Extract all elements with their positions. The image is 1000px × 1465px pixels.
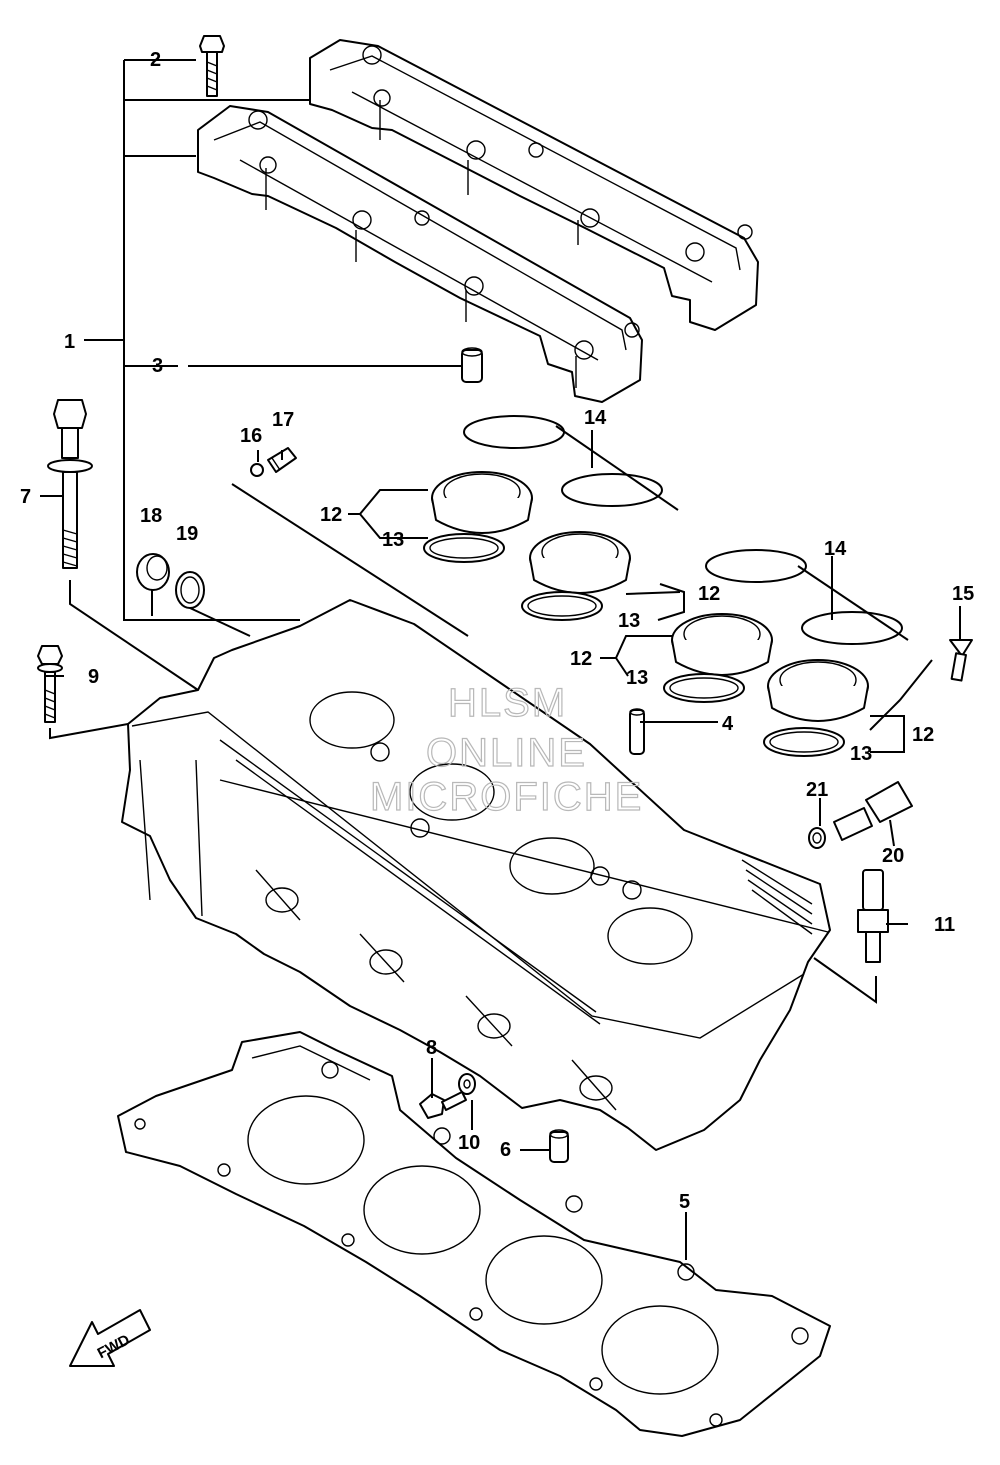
intake-pipe-1 (431, 471, 533, 534)
intake-pipe-4 (767, 659, 869, 722)
camshaft-holder-bolt (199, 35, 225, 97)
intake-pipe-3 (671, 613, 773, 676)
callout-6: 6 (500, 1139, 511, 1161)
intake-o-ring-3 (663, 673, 745, 703)
gasket-21 (808, 827, 826, 849)
callout-13-b: 13 (618, 610, 640, 632)
plug (136, 553, 170, 591)
callout-8: 8 (426, 1037, 437, 1059)
bolt-9 (37, 645, 63, 723)
callout-21: 21 (806, 779, 828, 801)
spark-plug (857, 869, 889, 963)
intake-o-ring-1 (423, 533, 505, 563)
dowel-pin-3 (461, 347, 483, 383)
bolt-8 (419, 1091, 467, 1119)
intake-o-ring-2 (521, 591, 603, 621)
callout-12-c: 12 (570, 648, 592, 670)
callout-labels: 1 2 3 4 5 6 7 8 9 10 11 12 12 12 12 13 1… (20, 49, 974, 1213)
watermark-line-3: MICROFICHE (370, 775, 643, 819)
callout-10: 10 (458, 1132, 480, 1154)
callout-13-d: 13 (850, 743, 872, 765)
cylinder-head-gasket (117, 1031, 831, 1437)
callout-12-a: 12 (320, 504, 342, 526)
callout-16: 16 (240, 425, 262, 447)
intake-pipe-2 (529, 531, 631, 594)
callout-14-b: 14 (824, 538, 847, 560)
callout-19: 19 (176, 523, 198, 545)
cylinder-head (121, 599, 831, 1151)
callout-18: 18 (140, 505, 162, 527)
intake-clamp-2 (705, 549, 909, 645)
callout-2: 2 (150, 49, 161, 71)
callout-9: 9 (88, 666, 99, 688)
callout-12-b: 12 (698, 583, 720, 605)
camshaft-holder-lower (197, 105, 643, 403)
leader-lines (40, 59, 961, 1260)
callout-7: 7 (20, 486, 31, 508)
sensor-4 (629, 708, 645, 755)
callout-17: 17 (272, 409, 294, 431)
watermark-line-1: HLSM (448, 681, 567, 725)
washer-10 (458, 1073, 476, 1095)
callout-15: 15 (952, 583, 974, 605)
callout-5: 5 (679, 1191, 690, 1213)
screw-15 (949, 639, 973, 682)
watermark: HLSM ONLINE MICROFICHE (369, 680, 643, 819)
callout-20: 20 (882, 845, 904, 867)
callout-4: 4 (722, 713, 734, 735)
camshaft-holder-upper (309, 39, 759, 331)
intake-o-ring-4 (763, 727, 845, 757)
callout-13-a: 13 (382, 529, 404, 551)
forward-direction-arrow: FWD (69, 1309, 151, 1367)
temperature-sensor (833, 781, 913, 841)
callout-13-c: 13 (626, 667, 648, 689)
callout-3: 3 (152, 355, 163, 377)
intake-clamp-1 (463, 415, 679, 511)
callout-14-a: 14 (584, 407, 607, 429)
watermark-line-2: ONLINE (426, 731, 587, 775)
cylinder-head-bolt-long (47, 399, 93, 569)
callout-12-d: 12 (912, 724, 934, 746)
dowel-pin-6 (549, 1129, 569, 1163)
callout-11: 11 (934, 914, 955, 936)
callout-1: 1 (64, 331, 75, 353)
o-ring (175, 571, 205, 609)
